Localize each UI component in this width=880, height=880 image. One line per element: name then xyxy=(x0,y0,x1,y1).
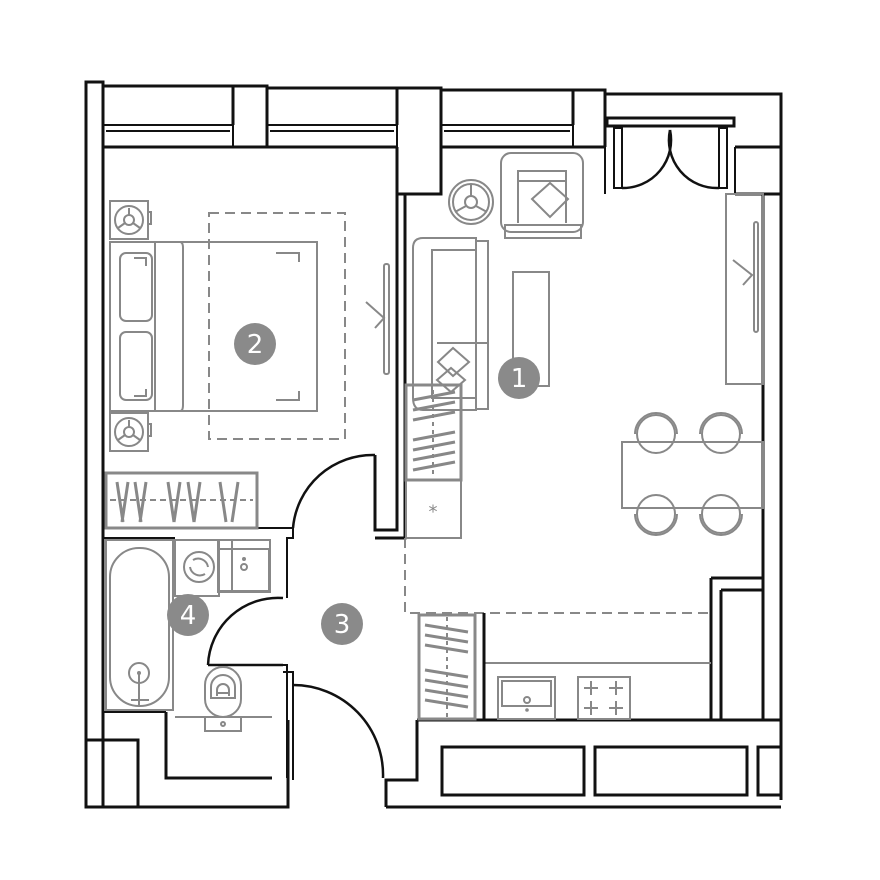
floor-lamp-icon xyxy=(448,179,494,225)
washbasin-icon xyxy=(217,539,271,593)
svg-text:*: * xyxy=(429,502,438,523)
bedroom xyxy=(109,200,390,452)
top-wall xyxy=(103,84,783,196)
room-badge-1: 1 xyxy=(498,357,540,399)
nightstand-icon xyxy=(109,412,152,452)
nightstand-icon xyxy=(109,200,152,240)
tv-icon xyxy=(365,263,390,375)
window-icon xyxy=(102,124,574,148)
sink-icon xyxy=(497,676,556,720)
kitchen-counter xyxy=(417,613,711,721)
room-number: 4 xyxy=(180,601,197,631)
room-number: 1 xyxy=(511,364,528,394)
fridge-icon: * xyxy=(405,479,462,539)
washing-machine-icon xyxy=(174,539,220,597)
chair-icon xyxy=(634,412,743,536)
balcony-door-icon[interactable] xyxy=(604,116,736,194)
wardrobe-icon xyxy=(104,471,259,530)
tv-icon xyxy=(725,193,764,385)
living-kitchen: * xyxy=(404,152,764,721)
left-wall xyxy=(84,80,105,809)
bed-icon xyxy=(109,241,318,412)
armchair-icon xyxy=(500,152,584,239)
right-wall xyxy=(761,194,783,800)
dining-table-icon xyxy=(621,441,764,509)
exterior-walls xyxy=(84,80,783,809)
door-icon[interactable] xyxy=(291,453,377,530)
room-number: 3 xyxy=(334,610,351,640)
door-icon[interactable] xyxy=(292,683,385,779)
room-badge-3: 3 xyxy=(321,603,363,645)
rug-icon xyxy=(208,212,346,440)
toilet-icon xyxy=(175,666,272,732)
room-number: 2 xyxy=(247,330,264,360)
door-icon[interactable] xyxy=(206,596,284,667)
cooktop-icon xyxy=(577,676,631,720)
wardrobe-icon xyxy=(404,383,463,482)
room-badge-2: 2 xyxy=(234,323,276,365)
wardrobe-icon xyxy=(417,613,477,721)
room-badge-4: 4 xyxy=(167,594,209,636)
bathtub-icon xyxy=(105,539,174,711)
